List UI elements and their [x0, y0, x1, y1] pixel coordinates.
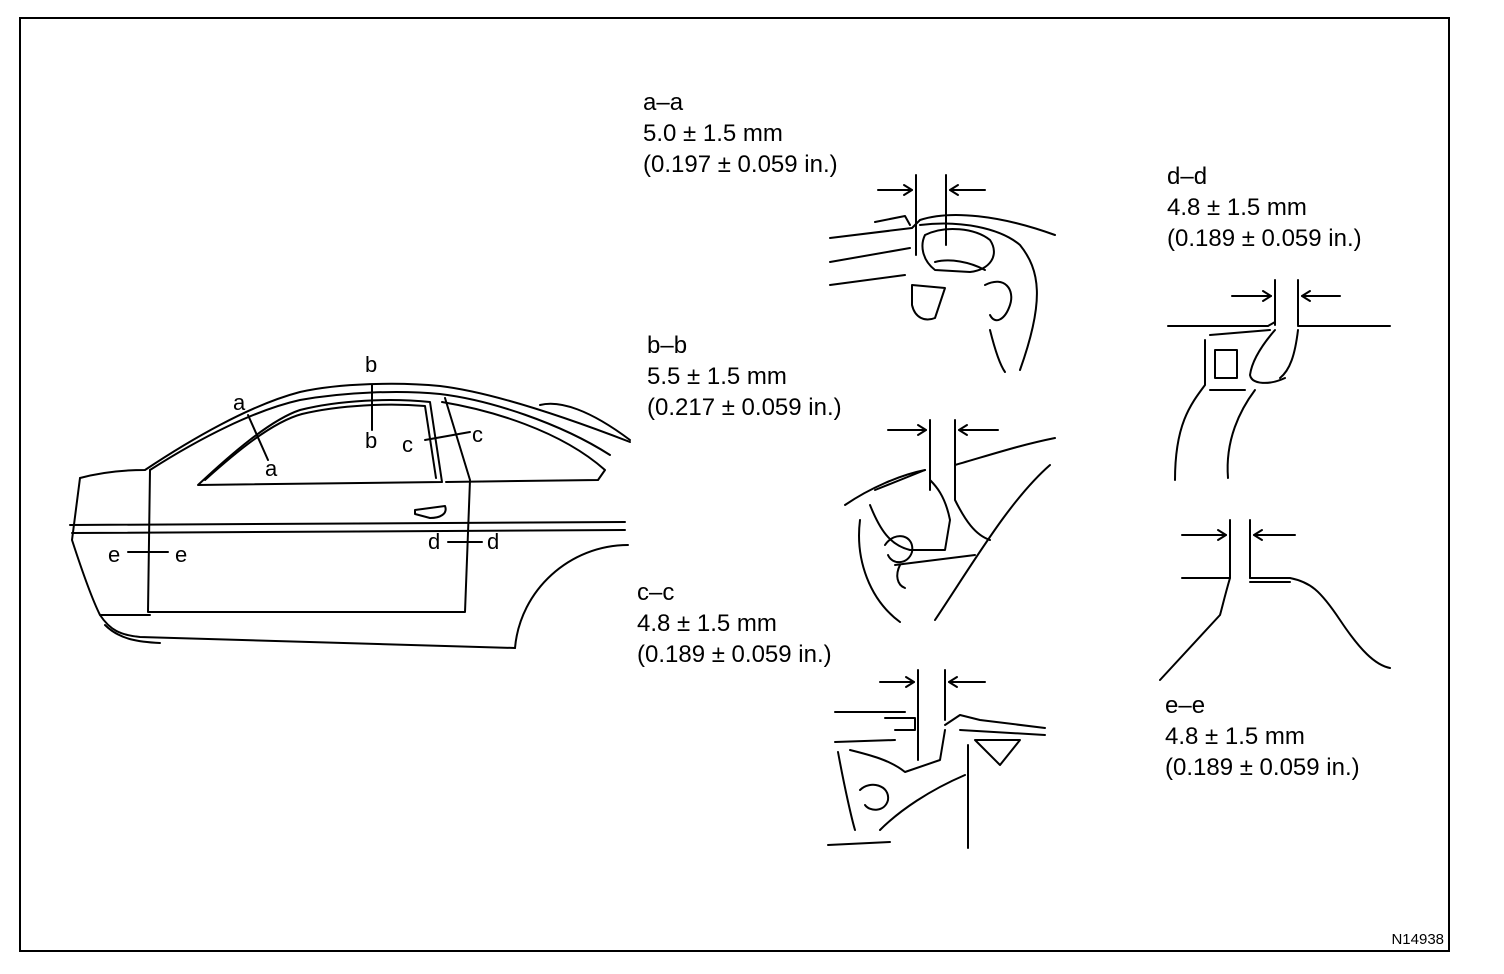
- section-d-label: d–d 4.8 ± 1.5 mm (0.189 ± 0.059 in.): [1167, 161, 1362, 254]
- car-mark-e-left: e: [108, 542, 121, 567]
- section-c-title: c–c: [637, 579, 675, 606]
- section-a-inch: (0.197 ± 0.059 in.): [643, 151, 838, 178]
- section-e-inch: (0.189 ± 0.059 in.): [1165, 754, 1360, 781]
- section-d-inch: (0.189 ± 0.059 in.): [1167, 225, 1362, 252]
- diagram-frame: [19, 17, 1450, 952]
- section-a-detail: [829, 174, 1056, 373]
- car-mark-b-top: b: [365, 352, 378, 377]
- car-mark-a-bottom: a: [265, 456, 278, 481]
- car-mark-c-left: c: [402, 432, 413, 457]
- section-e-mm: 4.8 ± 1.5 mm: [1165, 723, 1305, 750]
- section-c-detail: [827, 669, 1046, 849]
- figure-reference-number: N14938: [1391, 931, 1444, 948]
- section-d-mm: 4.8 ± 1.5 mm: [1167, 194, 1307, 221]
- section-b-title: b–b: [647, 332, 688, 359]
- section-c-label: c–c 4.8 ± 1.5 mm (0.189 ± 0.059 in.): [637, 577, 832, 670]
- section-b-detail: [844, 419, 1056, 623]
- car-mark-d-left: d: [428, 529, 441, 554]
- section-b-label: b–b 5.5 ± 1.5 mm (0.217 ± 0.059 in.): [647, 330, 842, 423]
- section-a-title: a–a: [643, 89, 684, 116]
- section-b-mm: 5.5 ± 1.5 mm: [647, 363, 787, 390]
- section-d-detail: [1167, 279, 1391, 481]
- section-a-label: a–a 5.0 ± 1.5 mm (0.197 ± 0.059 in.): [643, 87, 838, 180]
- section-e-label: e–e 4.8 ± 1.5 mm (0.189 ± 0.059 in.): [1165, 690, 1360, 783]
- section-c-mm: 4.8 ± 1.5 mm: [637, 610, 777, 637]
- section-c-inch: (0.189 ± 0.059 in.): [637, 641, 832, 668]
- car-mark-b-bottom: b: [365, 428, 378, 453]
- car-mark-c-right: c: [472, 422, 483, 447]
- car-mark-d-right: d: [487, 529, 500, 554]
- section-e-detail: [1159, 519, 1391, 681]
- section-b-inch: (0.217 ± 0.059 in.): [647, 394, 842, 421]
- car-mark-a-top: a: [233, 390, 246, 415]
- section-e-title: e–e: [1165, 692, 1206, 719]
- section-a-mm: 5.0 ± 1.5 mm: [643, 120, 783, 147]
- car-mark-e-right: e: [175, 542, 188, 567]
- section-d-title: d–d: [1167, 163, 1208, 190]
- car-side-view: [69, 382, 631, 649]
